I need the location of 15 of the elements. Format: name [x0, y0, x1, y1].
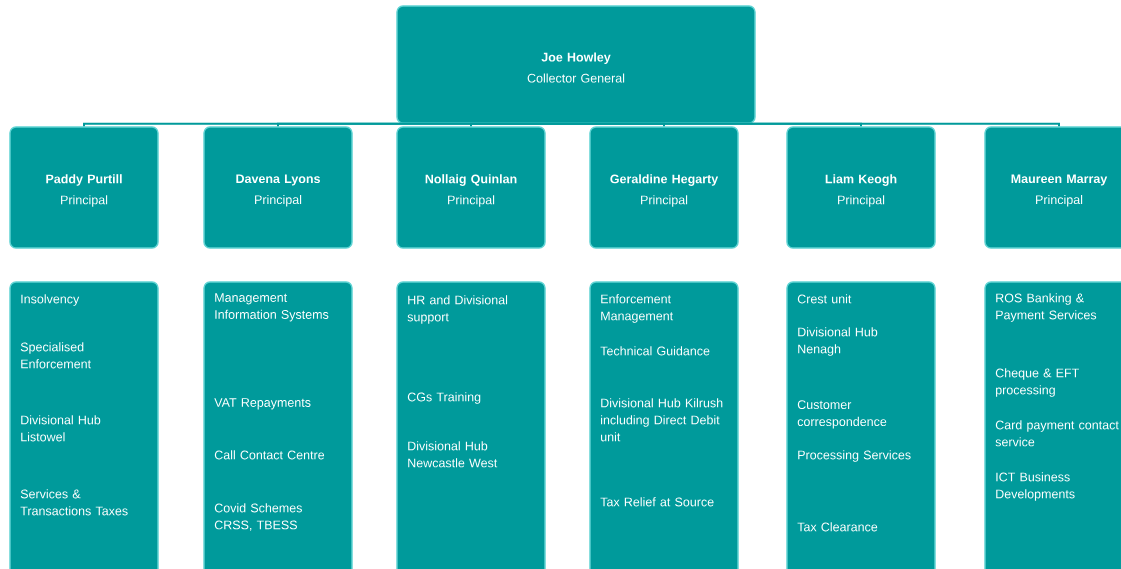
principal-box: Geraldine Hegarty Principal — [589, 126, 739, 249]
principal-box: Davena Lyons Principal — [203, 126, 353, 249]
team-box: Insolvency Specialised Enforcement Divisional Hub Listowel Services & Transactions Taxes — [9, 281, 159, 569]
connector-line — [470, 122, 577, 128]
connector-line — [575, 122, 1060, 128]
team-box: HR and Divisional support CGs Training Divisional Hub Newcastle West — [396, 281, 546, 569]
team-box: ROS Banking & Payment Services Cheque & EFT processing Card payment contact service ICT Business Developments — [984, 281, 1121, 569]
manager-box: Joe Howley Collector General — [396, 5, 756, 124]
principal-box: Nollaig Quinlan Principal — [396, 126, 546, 249]
team-box: Management Information Systems VAT Repayments Call Contact Centre Covid Schemes CRSS, TBESS — [203, 281, 353, 569]
principal-box: Paddy Purtill Principal — [9, 126, 159, 249]
team-box: Enforcement Management Technical Guidance Divisional Hub Kilrush including Direct Debit unit Tax Relief at Source — [589, 281, 739, 569]
principal-box: Maureen Marray Principal — [984, 126, 1121, 249]
principal-box: Liam Keogh Principal — [786, 126, 936, 249]
team-box: Crest unit Divisional Hub Nenagh Customer correspondence Processing Services Tax Clearance — [786, 281, 936, 569]
